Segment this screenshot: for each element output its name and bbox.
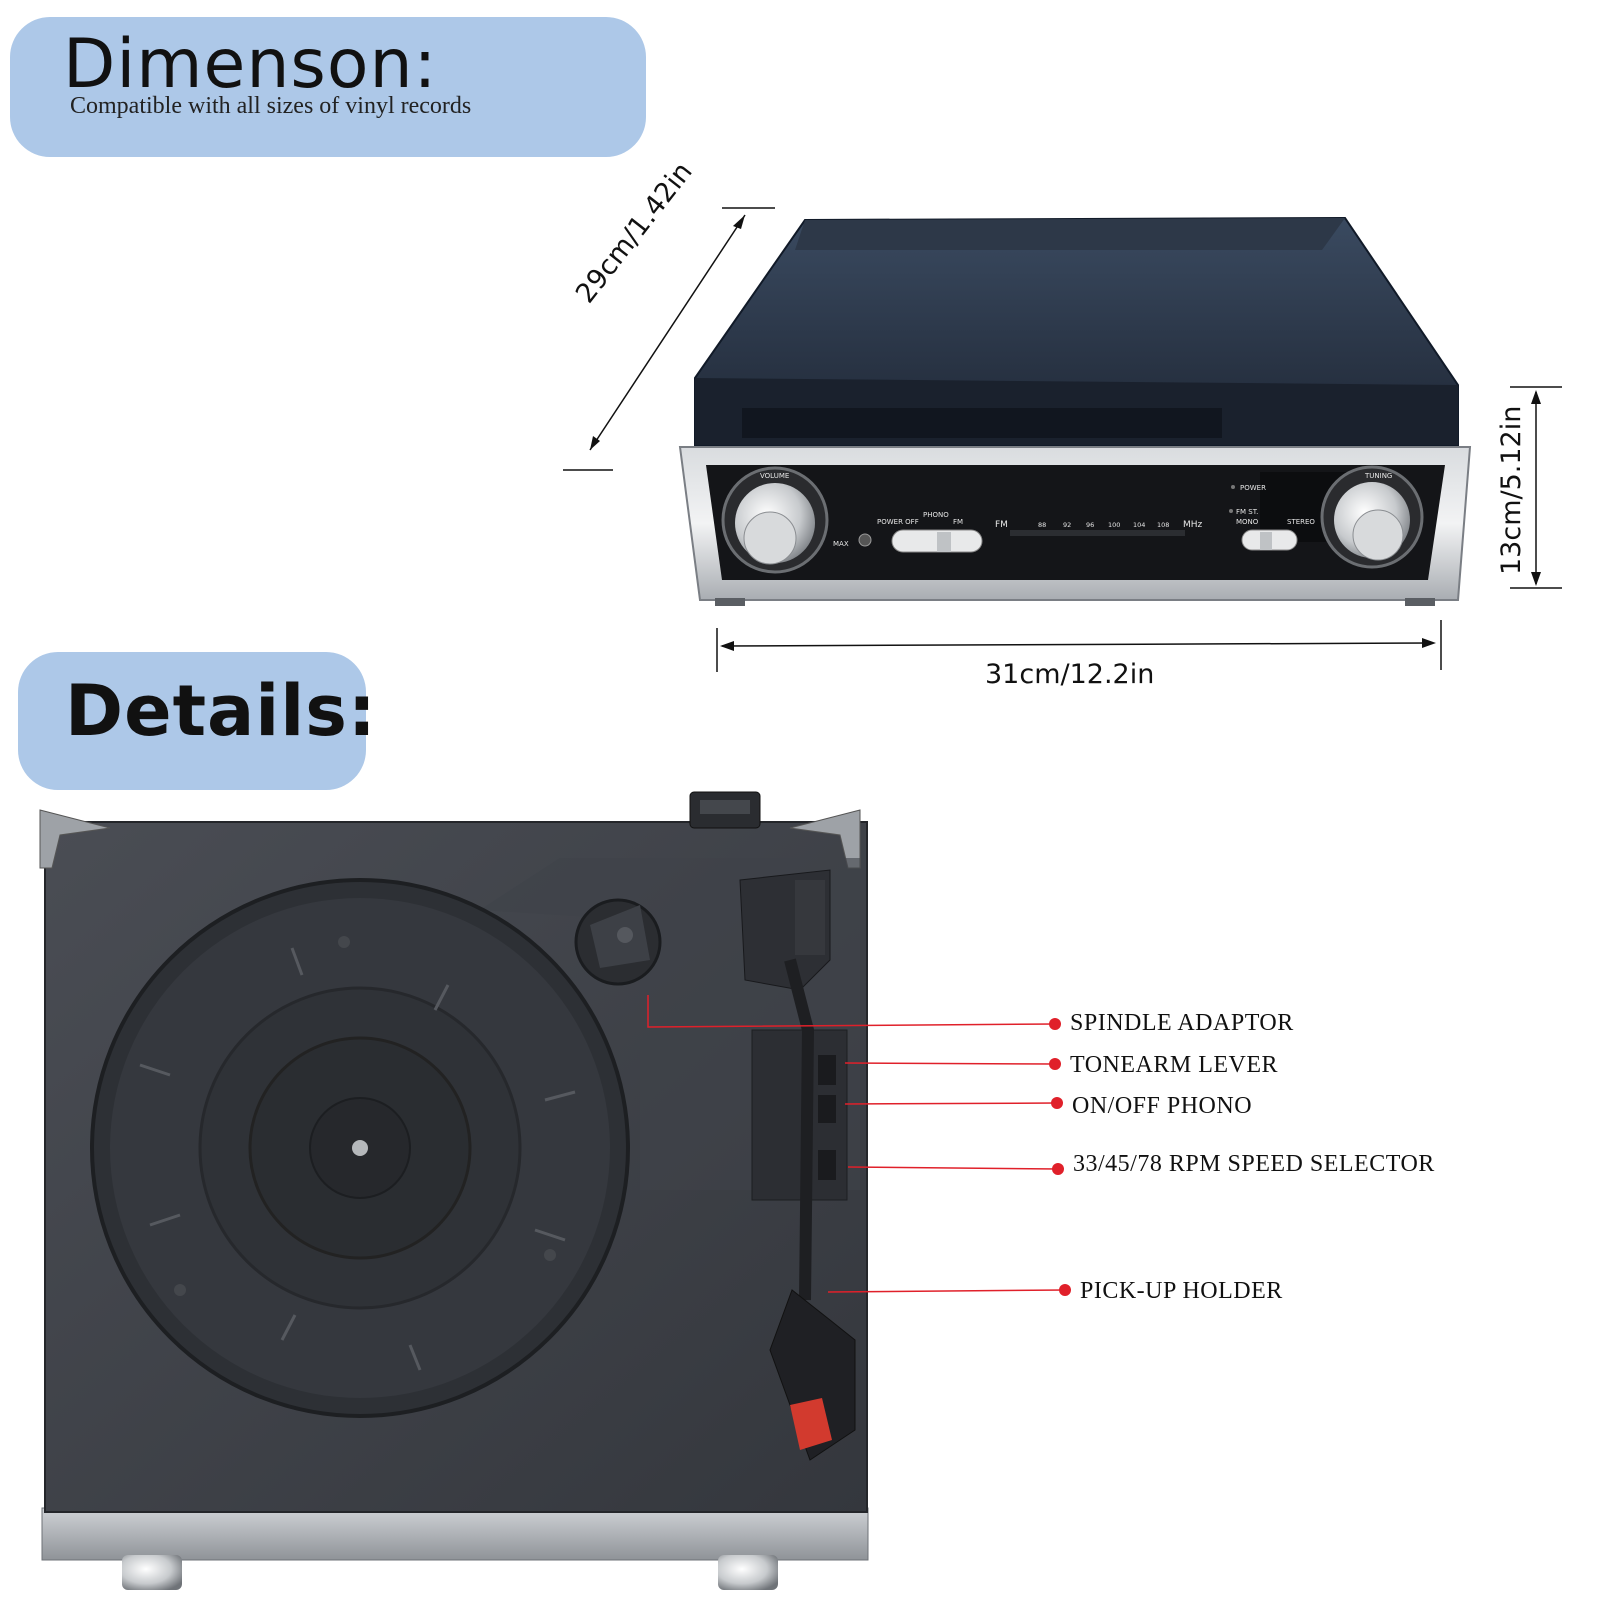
panel-fm-scale-104: 104 [1133, 521, 1145, 529]
panel-power-label: POWER [1240, 484, 1266, 492]
width-dimension-line [716, 620, 1442, 672]
panel-stereo-label: STEREO [1287, 518, 1315, 526]
depth-dimension-line [563, 207, 775, 471]
panel-fm-scale-96: 96 [1086, 521, 1094, 529]
panel-phono-label: PHONO [923, 511, 949, 519]
panel-max-label: MAX [833, 540, 849, 548]
panel-fm-switch-label: FM [953, 518, 963, 526]
callout-spindle-adaptor: SPINDLE ADAPTOR [1070, 1010, 1294, 1036]
panel-fm-label: FM [995, 520, 1008, 530]
panel-mhz-label: MHz [1183, 520, 1203, 530]
panel-power-off-label: POWER OFF [877, 518, 919, 526]
top-view-player [39, 791, 869, 1590]
panel-mono-label: MONO [1236, 518, 1259, 526]
dimension-header: Dimenson: Compatible with all sizes of v… [10, 17, 646, 157]
callout-speed-selector: 33/45/78 RPM SPEED SELECTOR [1073, 1151, 1435, 1177]
callout-pickup-holder: PICK-UP HOLDER [1080, 1278, 1283, 1304]
callout-dots [1049, 1018, 1071, 1296]
front-view-player [678, 216, 1472, 606]
details-header: Details: [18, 652, 376, 790]
callout-on-off-phono: ON/OFF PHONO [1072, 1093, 1253, 1119]
callout-tonearm-lever: TONEARM LEVER [1070, 1052, 1279, 1078]
details-title: Details: [65, 670, 377, 752]
panel-tuning-label: TUNING [1364, 472, 1392, 480]
dimension-subtitle: Compatible with all sizes of vinyl recor… [70, 93, 472, 119]
panel-fm-scale-100: 100 [1108, 521, 1120, 529]
dimension-title: Dimenson: [63, 25, 438, 104]
height-label: 13cm/5.12in [1496, 405, 1527, 575]
panel-fm-scale-92: 92 [1063, 521, 1071, 529]
panel-fm-scale-88: 88 [1038, 521, 1046, 529]
callout-lines [647, 995, 1066, 1293]
panel-fm-st-label: FM ST. [1236, 508, 1258, 516]
panel-fm-scale-108: 108 [1157, 521, 1169, 529]
panel-volume-label: VOLUME [760, 472, 789, 480]
height-dimension-line [1510, 386, 1562, 589]
width-label: 31cm/12.2in [985, 659, 1155, 690]
